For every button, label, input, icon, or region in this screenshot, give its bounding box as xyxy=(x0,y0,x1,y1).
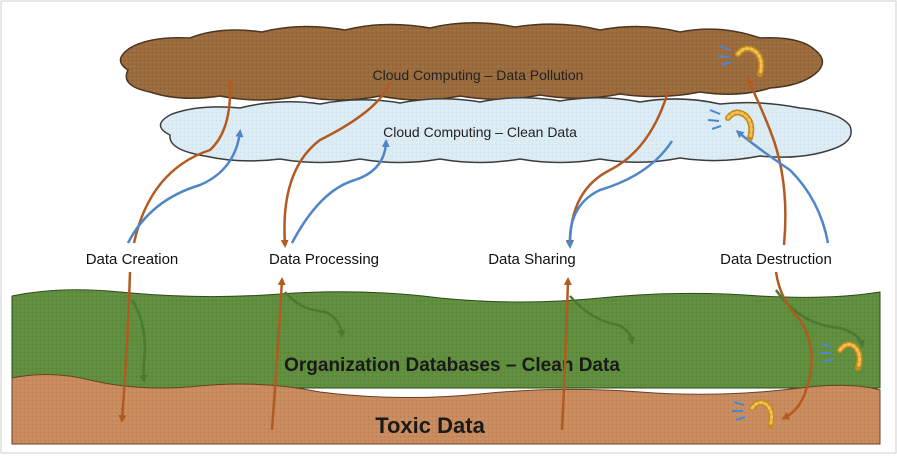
clean-cloud: Cloud Computing – Clean Data xyxy=(159,96,852,164)
destruction-to-polluted-arrow xyxy=(746,77,787,246)
data-sharing-label: Data Sharing xyxy=(488,251,576,268)
cloud-arrows xyxy=(126,77,830,249)
data-processing-label: Data Processing xyxy=(269,251,379,268)
creation-to-clean-db-arrow xyxy=(130,299,148,383)
clean-database-label: Organization Databases – Clean Data xyxy=(284,355,620,376)
processing-from-polluted-arrow xyxy=(280,81,392,248)
clean-database-layer: Organization Databases – Clean Data xyxy=(11,289,881,389)
processing-toxic-arrow xyxy=(270,277,286,431)
processing-to-clean-arrow xyxy=(290,139,390,244)
data-destruction-label: Data Destruction xyxy=(720,251,832,268)
sharing-clean-db-arrow xyxy=(569,295,636,345)
clean-cloud-label: Cloud Computing – Clean Data xyxy=(383,124,577,140)
destruction-toxic-arrow xyxy=(774,271,813,420)
creation-to-clean-arrow xyxy=(126,129,244,244)
sharing-from-clean-arrow xyxy=(565,140,674,249)
database-arrows xyxy=(118,271,866,431)
lifecycle-labels: Data Creation Data Processing Data Shari… xyxy=(86,251,832,268)
creation-to-polluted-arrow xyxy=(132,79,235,244)
worm-icon xyxy=(820,341,863,371)
worm-icon xyxy=(732,399,775,429)
toxic-data-label: Toxic Data xyxy=(375,413,485,438)
polluted-cloud-label: Cloud Computing – Data Pollution xyxy=(373,67,584,83)
processing-clean-db-arrow xyxy=(284,291,346,338)
toxic-data-layer: Toxic Data xyxy=(11,373,881,445)
creation-to-toxic-arrow xyxy=(118,271,132,423)
worm-icon xyxy=(717,45,765,77)
polluted-cloud: Cloud Computing – Data Pollution xyxy=(119,22,824,101)
destruction-to-clean-arrow xyxy=(735,130,830,244)
sharing-toxic-arrow xyxy=(560,277,572,431)
data-creation-label: Data Creation xyxy=(86,251,179,268)
worm-icon xyxy=(707,109,755,141)
